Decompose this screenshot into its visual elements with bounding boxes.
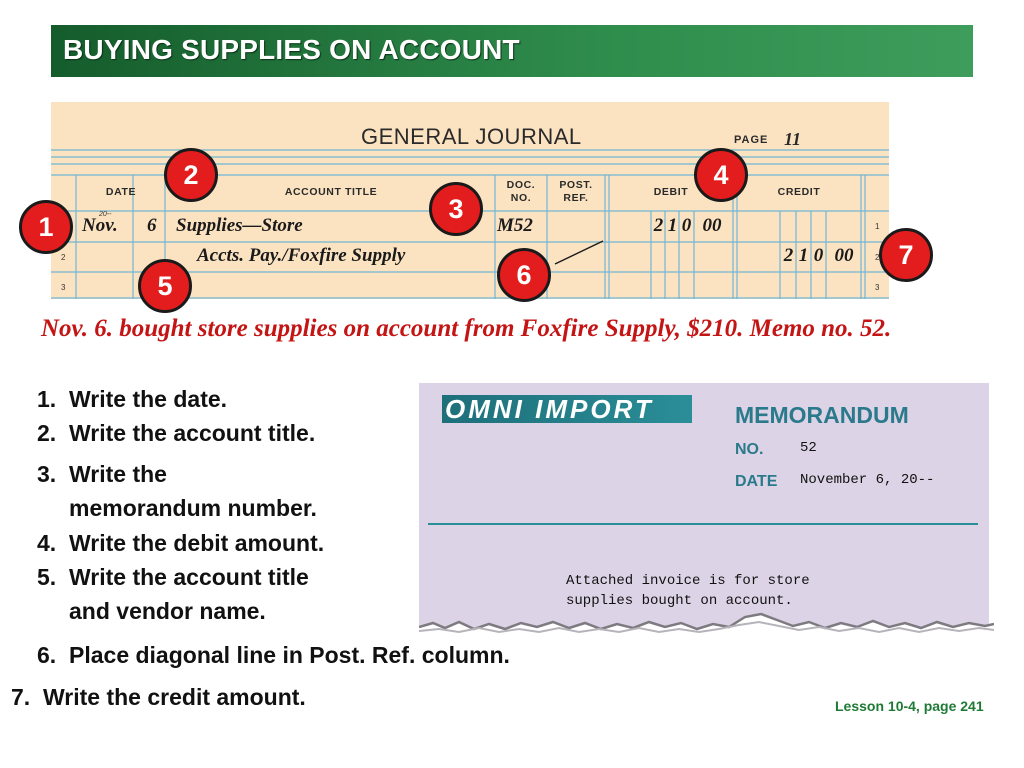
credit-digit-ones: 0 bbox=[813, 245, 824, 266]
step-badge-3: 3 bbox=[429, 182, 483, 236]
row-number-1-right: 1 bbox=[875, 222, 880, 231]
step-7-text: Write the credit amount. bbox=[43, 684, 306, 710]
step-4-text: Write the debit amount. bbox=[69, 530, 325, 556]
header-account-title: ACCOUNT TITLE bbox=[284, 186, 378, 198]
step-1-number: 1. bbox=[37, 386, 57, 412]
slide-title: BUYING SUPPLIES ON ACCOUNT bbox=[63, 34, 520, 65]
step-2: 2. Write the account title. bbox=[37, 416, 315, 450]
row-number-3-right: 3 bbox=[875, 283, 880, 292]
step-5-text: Write the account title bbox=[69, 564, 309, 590]
journal-title: GENERAL JOURNAL bbox=[361, 124, 582, 149]
step-1-text: Write the date. bbox=[69, 386, 228, 412]
memo-heading: MEMORANDUM bbox=[735, 402, 909, 428]
memo-date-value: November 6, 20-- bbox=[800, 472, 935, 488]
company-logo: OMNI IMPORT bbox=[442, 394, 692, 424]
step-badge-4: 4 bbox=[694, 148, 748, 202]
entry-day: 6 bbox=[147, 215, 157, 236]
transaction-description: Nov. 6. bought store supplies on account… bbox=[41, 315, 892, 342]
step-4-number: 4. bbox=[37, 530, 57, 556]
step-7: 7. Write the credit amount. bbox=[11, 680, 306, 714]
credit-cents: 00 bbox=[834, 245, 854, 266]
row-number-3: 3 bbox=[61, 283, 66, 292]
step-badge-7: 7 bbox=[879, 228, 933, 282]
step-3-text-continued: memorandum number. bbox=[69, 495, 317, 521]
step-7-number: 7. bbox=[11, 684, 31, 710]
debit-digit-tens: 1 bbox=[667, 215, 678, 236]
journal-page-label: PAGE bbox=[734, 134, 769, 146]
memorandum: OMNI IMPORT MEMORANDUM NO. 52 DATE Novem… bbox=[419, 383, 989, 638]
entry-debit-account: Supplies—Store bbox=[176, 215, 303, 236]
slide-title-bar: BUYING SUPPLIES ON ACCOUNT bbox=[51, 25, 973, 77]
header-credit: CREDIT bbox=[777, 186, 821, 198]
credit-digit-tens: 1 bbox=[798, 245, 809, 266]
journal-page-number: 11 bbox=[784, 129, 802, 149]
header-date: DATE bbox=[105, 186, 137, 198]
step-3-number: 3. bbox=[37, 461, 57, 487]
step-badge-2: 2 bbox=[164, 148, 218, 202]
memo-body-line-2: supplies bought on account. bbox=[566, 593, 793, 609]
header-debit: DEBIT bbox=[653, 186, 689, 198]
step-6-text: Place diagonal line in Post. Ref. column… bbox=[69, 642, 510, 668]
step-5: 5. Write the account title and vendor name… bbox=[37, 560, 309, 628]
row-number-2-right: 2 bbox=[875, 253, 880, 262]
lesson-reference: Lesson 10-4, page 241 bbox=[835, 698, 984, 714]
entry-credit-account: Accts. Pay./Foxfire Supply bbox=[197, 245, 406, 266]
step-3-text: Write the bbox=[69, 461, 167, 487]
post-ref-diagonal-line bbox=[554, 240, 604, 265]
entry-doc-number: M52 bbox=[497, 215, 533, 236]
step-2-number: 2. bbox=[37, 420, 57, 446]
step-1: 1. Write the date. bbox=[37, 382, 227, 416]
debit-digit-ones: 0 bbox=[681, 215, 692, 236]
debit-digit-hundreds: 2 bbox=[653, 215, 664, 236]
memo-body-line-1: Attached invoice is for store bbox=[566, 573, 810, 589]
step-4: 4. Write the debit amount. bbox=[37, 526, 324, 560]
step-badge-5: 5 bbox=[138, 259, 192, 313]
memo-date-label: DATE bbox=[735, 473, 778, 490]
entry-month: Nov. bbox=[82, 215, 118, 236]
memo-divider bbox=[428, 523, 978, 525]
step-6-number: 6. bbox=[37, 642, 57, 668]
memo-body: Attached invoice is for store supplies b… bbox=[566, 571, 810, 611]
debit-cents: 00 bbox=[702, 215, 722, 236]
step-badge-6: 6 bbox=[497, 248, 551, 302]
step-5-number: 5. bbox=[37, 564, 57, 590]
row-number-2: 2 bbox=[61, 253, 66, 262]
journal-year: 20-- bbox=[99, 211, 112, 218]
memo-torn-edge bbox=[419, 612, 994, 645]
step-2-text: Write the account title. bbox=[69, 420, 316, 446]
header-doc-no: DOC. NO. bbox=[506, 179, 536, 204]
step-6: 6. Place diagonal line in Post. Ref. colu… bbox=[37, 638, 510, 672]
step-3: 3. Write the memorandum number. bbox=[37, 457, 317, 525]
memo-no-label: NO. bbox=[735, 441, 764, 458]
header-post-ref: POST. REF. bbox=[559, 179, 593, 204]
memo-no-value: 52 bbox=[800, 440, 817, 456]
step-5-text-continued: and vendor name. bbox=[69, 598, 266, 624]
step-badge-1: 1 bbox=[19, 200, 73, 254]
credit-digit-hundreds: 2 bbox=[783, 245, 794, 266]
company-logo-text: OMNI IMPORT bbox=[445, 394, 654, 424]
